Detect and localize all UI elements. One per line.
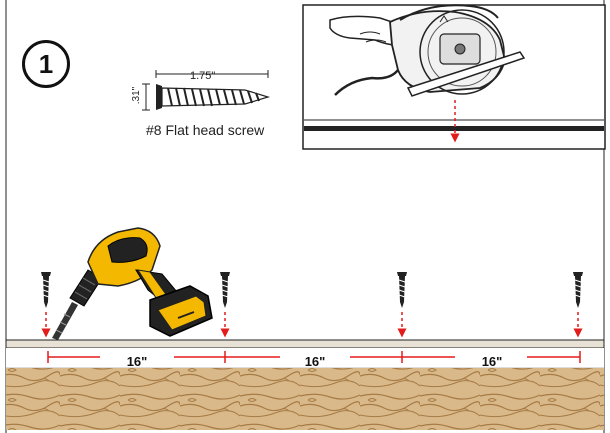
screw-icon <box>156 84 271 110</box>
circular-saw-inset <box>302 4 606 150</box>
screw-spec-drawing <box>142 70 271 111</box>
screw-icon <box>41 272 51 308</box>
spacing-band <box>6 348 604 368</box>
screw-markers <box>41 272 583 338</box>
spacing-guides <box>47 351 581 363</box>
screw-icon <box>573 272 583 308</box>
joist-wood <box>6 368 604 430</box>
deck-board <box>5 339 605 349</box>
screw-icon <box>220 272 230 308</box>
circular-saw-icon <box>329 4 526 97</box>
screw-length-label: 1.75" <box>190 70 216 82</box>
screw-diameter-label: .31" <box>131 86 143 105</box>
spacing-label-2: 16" <box>304 354 326 369</box>
spacing-label-3: 16" <box>481 354 503 369</box>
spacing-label-1: 16" <box>126 354 148 369</box>
step-number-badge: 1 <box>22 40 70 88</box>
screw-icon <box>397 272 407 308</box>
cordless-drill-icon <box>52 227 213 340</box>
deck-assembly <box>5 339 605 430</box>
screw-caption: #8 Flat head screw <box>146 122 265 138</box>
